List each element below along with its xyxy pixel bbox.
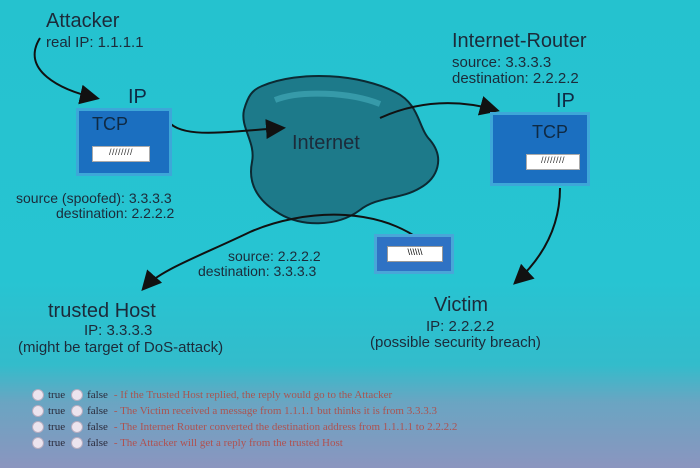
- router-source: source: 3.3.3.3: [452, 54, 552, 71]
- true-label: true: [48, 421, 66, 433]
- false-label: false: [87, 437, 108, 449]
- trusted-host-note: (might be target of DoS-attack): [18, 339, 224, 356]
- false-label: false: [87, 405, 108, 417]
- arrow-attacker-to-packet: [33, 37, 100, 105]
- spoofed-packet: IP TCP ////////: [76, 86, 172, 176]
- victim-note: (possible security breach): [370, 334, 541, 351]
- arrow-reply-to-trusted-host: [141, 213, 441, 291]
- false-label: false: [87, 421, 108, 433]
- false-radio[interactable]: [71, 437, 84, 449]
- quiz-statement: - If the Trusted Host replied, the reply…: [113, 389, 393, 401]
- true-label: true: [48, 389, 66, 401]
- reply-packet-payload: \\\\\\: [387, 246, 443, 262]
- packet-payload: ////////: [526, 154, 580, 170]
- packet-tcp-header: TCP: [532, 122, 568, 142]
- true-label: true: [48, 405, 66, 417]
- false-radio[interactable]: [71, 405, 84, 417]
- quiz-row: true false - The Attacker will get a rep…: [32, 436, 652, 450]
- quiz-statement: - The Victim received a message from 1.1…: [113, 405, 437, 417]
- victim-ip: IP: 2.2.2.2: [426, 318, 495, 335]
- packet-payload: ////////: [92, 146, 150, 162]
- false-label: false: [87, 389, 108, 401]
- false-radio[interactable]: [71, 421, 84, 433]
- spoofed-destination: destination: 2.2.2.2: [56, 205, 175, 221]
- packet-ip-header: IP: [128, 86, 147, 108]
- forwarded-packet: IP TCP ////////: [490, 90, 590, 186]
- reply-destination: destination: 3.3.3.3: [198, 263, 317, 279]
- router-title: Internet-Router: [452, 30, 587, 52]
- true-radio[interactable]: [32, 421, 44, 433]
- packet-tcp-header: TCP: [92, 114, 128, 134]
- reply-packet: \\\\\\: [374, 234, 454, 274]
- internet-label: Internet: [292, 132, 360, 154]
- true-label: true: [48, 437, 66, 449]
- false-radio[interactable]: [71, 389, 84, 401]
- trusted-host-title: trusted Host: [48, 300, 156, 322]
- packet-ip-header: IP: [556, 90, 575, 112]
- quiz-row: true false - The Internet Router convert…: [32, 420, 652, 434]
- router-destination: destination: 2.2.2.2: [452, 70, 579, 87]
- true-false-quiz: true false - If the Trusted Host replied…: [32, 388, 652, 452]
- spoofed-source: source (spoofed): 3.3.3.3: [16, 190, 172, 206]
- true-radio[interactable]: [32, 405, 44, 417]
- quiz-statement: - The Internet Router converted the dest…: [113, 421, 458, 433]
- quiz-row: true false - The Victim received a messa…: [32, 404, 652, 418]
- internet-cloud: [242, 74, 440, 225]
- arrow-router-to-victim: [513, 187, 561, 285]
- trusted-host-ip: IP: 3.3.3.3: [84, 322, 153, 339]
- reply-source: source: 2.2.2.2: [228, 248, 321, 264]
- arrow-internet-to-router: [379, 96, 500, 119]
- true-radio[interactable]: [32, 437, 44, 449]
- victim-title: Victim: [434, 294, 489, 316]
- attacker-ip: real IP: 1.1.1.1: [46, 34, 144, 51]
- quiz-row: true false - If the Trusted Host replied…: [32, 388, 652, 402]
- true-radio[interactable]: [32, 389, 44, 401]
- quiz-statement: - The Attacker will get a reply from the…: [113, 437, 343, 449]
- attacker-title: Attacker: [46, 10, 120, 32]
